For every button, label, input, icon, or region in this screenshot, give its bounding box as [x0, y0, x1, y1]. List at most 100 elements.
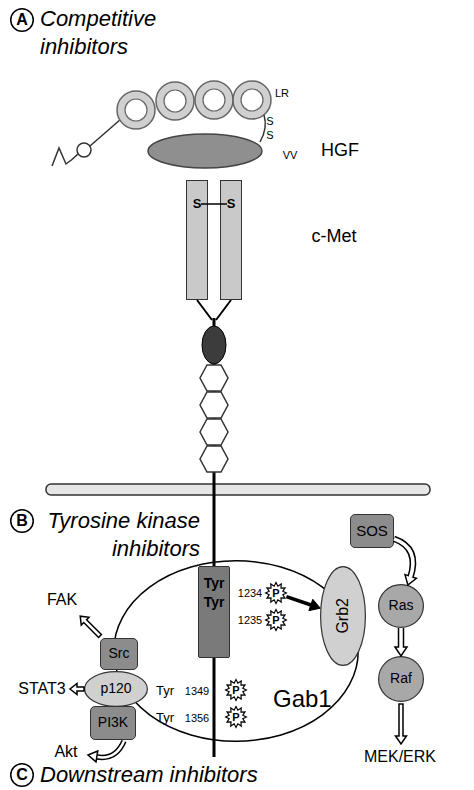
node-text: S: [193, 197, 202, 211]
kringle-ring: [233, 81, 271, 119]
text-holder: Grb2: [320, 566, 366, 666]
residue-label: Tyr: [156, 711, 174, 726]
outline-burst: [226, 707, 247, 728]
outline-burst: [266, 610, 287, 631]
text-holder: Gab1: [273, 686, 332, 712]
curved-arrow-outline: [97, 741, 124, 757]
node-text: Raf: [390, 671, 412, 686]
hollow-arrow: [76, 612, 104, 640]
panel-heading: Tyrosine kinase inhibitors: [40, 507, 200, 563]
phospho-tag: P: [265, 609, 287, 631]
node-text: Tyr: [204, 595, 225, 610]
disulfide-link: [260, 115, 265, 142]
text-holder: Ras: [378, 584, 424, 628]
node-text: P: [232, 711, 239, 723]
signal-arrow: [286, 597, 320, 611]
text-holder: B: [10, 509, 34, 533]
pathway-label: MEK/ERK: [364, 748, 436, 766]
node-text: S: [227, 197, 236, 211]
arrow-fill: [399, 628, 403, 648]
ig-hexagon: [200, 419, 228, 445]
text-holder: TyrTyr: [199, 567, 229, 657]
domain-link: [90, 119, 121, 146]
receptor-chain: S: [220, 180, 242, 300]
ig-hexagon: [200, 365, 228, 391]
text-holder: A: [10, 8, 34, 32]
docking-ellipse: Gab1PP: [113, 560, 359, 742]
ig-hexagon: [200, 392, 228, 418]
panel-heading: Downstream inhibitors: [40, 762, 280, 788]
node-text: B: [16, 512, 28, 530]
sema-domain: [202, 326, 226, 364]
kringle-ring: [195, 81, 233, 119]
arrow-head: [405, 575, 416, 585]
pathway-label: FAK: [47, 591, 77, 609]
arrow-shaft: [286, 597, 311, 606]
outline-ellipse: [379, 657, 424, 702]
node-text: P: [232, 684, 239, 696]
panel-heading: Competitive inhibitors: [40, 5, 180, 61]
protein-ellipse: Ras: [378, 584, 424, 628]
arrow-outline: [394, 539, 413, 578]
residue-label: LR: [275, 87, 289, 100]
cell-membrane: [46, 484, 430, 495]
node-text: Tyr: [204, 576, 225, 591]
panel-letter: C: [10, 763, 34, 787]
node-text: Src: [109, 646, 130, 661]
receptor-chain: S: [186, 180, 208, 300]
text-holder: PI3K: [91, 707, 135, 739]
outline-burst: [226, 680, 247, 701]
node-text: PI3K: [98, 715, 128, 730]
node-text: Ras: [389, 598, 414, 613]
outline-burst: [266, 583, 287, 604]
residue-number: 1234: [238, 587, 262, 600]
phospho-tag: P: [265, 582, 287, 604]
text-holder: P: [265, 582, 287, 604]
text-holder: S: [187, 181, 207, 299]
text-holder: S: [221, 181, 241, 299]
kringle-hole: [203, 89, 225, 111]
arrow-fill: [394, 539, 413, 578]
protein-ellipse: Raf: [378, 656, 424, 702]
protein-label: c-Met: [312, 226, 357, 247]
outline-ellipse: [114, 561, 359, 742]
n-domain: [77, 143, 91, 157]
residue-label: Tyr: [156, 684, 174, 699]
hollow-arrow: [396, 704, 407, 744]
outline-ellipse: [11, 9, 34, 32]
signal-arrow: [395, 628, 407, 656]
text-holder: P: [225, 679, 247, 701]
kringle-ring: [156, 82, 194, 120]
node-text: C: [16, 766, 28, 784]
panel-letter: A: [10, 8, 34, 32]
node-text: SOS: [356, 523, 388, 540]
phospho-tag: P: [225, 706, 247, 728]
text-holder: SOS: [351, 515, 393, 547]
text-holder: Raf: [378, 656, 424, 702]
kringle-ring: [117, 91, 155, 129]
node-text: Gab1: [273, 686, 332, 712]
arrow-head: [309, 599, 320, 610]
arrow-head: [395, 647, 407, 656]
disulfide-bond: [201, 203, 227, 205]
node-text: P: [272, 587, 279, 599]
protease-domain: [148, 134, 262, 168]
ig-hexagon: [200, 446, 228, 472]
residue-label: VV: [283, 149, 298, 162]
outline-ellipse: [321, 567, 366, 666]
residue-number: 1349: [185, 685, 209, 698]
text-holder: Src: [101, 639, 137, 669]
outline-ellipse: [11, 510, 34, 533]
protein-ellipse: p120: [84, 671, 148, 707]
node-text: p120: [100, 681, 131, 696]
protein-box: PI3K: [90, 706, 136, 740]
text-holder: P: [265, 609, 287, 631]
pathway-label: Akt: [54, 743, 77, 761]
residue-label: S: [266, 129, 273, 142]
hollow-arrow: [70, 684, 84, 695]
signal-arrow: [394, 539, 416, 585]
protein-box: SOS: [350, 514, 394, 548]
arrow-outline: [398, 628, 405, 648]
